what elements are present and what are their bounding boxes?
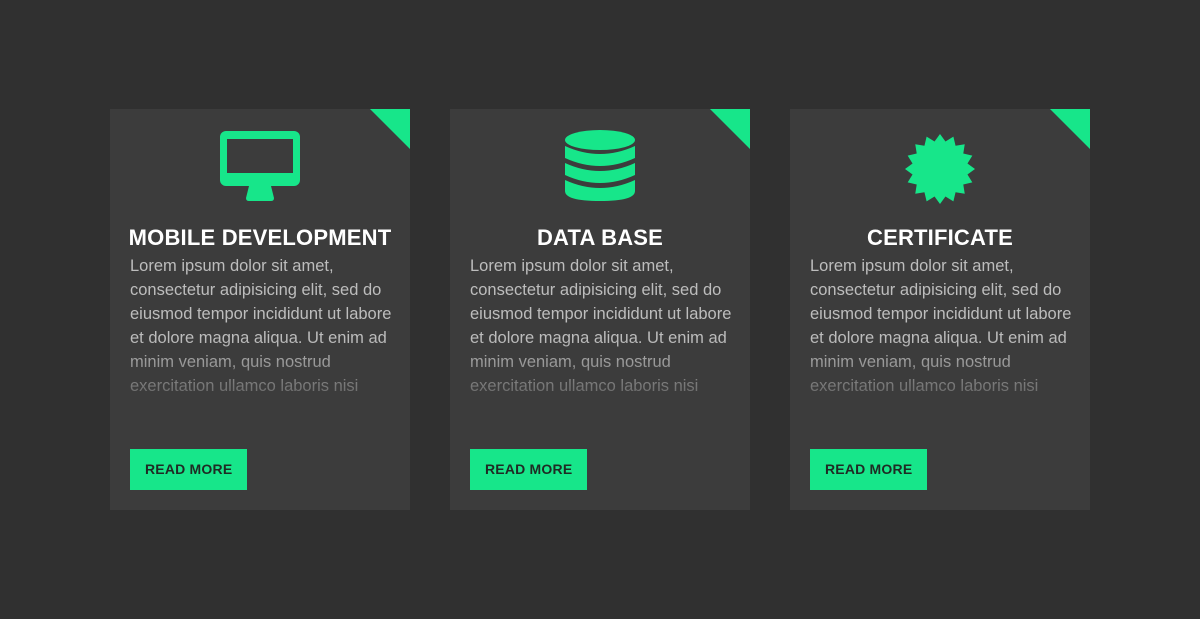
certificate-icon (895, 129, 985, 209)
monitor-icon (215, 129, 305, 209)
database-icon (555, 129, 645, 209)
read-more-button[interactable]: READ MORE (130, 449, 248, 490)
corner-accent (370, 109, 410, 149)
card-title: CERTIFICATE (866, 225, 1013, 250)
read-more-button[interactable]: READ MORE (810, 449, 928, 490)
corner-accent (710, 109, 750, 149)
card-title: MOBILE DEVELOPMENT (128, 225, 392, 250)
service-card-certificate: CERTIFICATE Lorem ipsum dolor sit amet, … (790, 109, 1090, 510)
corner-accent (1050, 109, 1090, 149)
card-description: Lorem ipsum dolor sit amet, consectetur … (470, 257, 732, 395)
service-card-data-base: DATA BASE Lorem ipsum dolor sit amet, co… (450, 109, 750, 510)
service-card-mobile-development: MOBILE DEVELOPMENT Lorem ipsum dolor sit… (110, 109, 410, 510)
read-more-button[interactable]: READ MORE (470, 449, 588, 490)
card-description: Lorem ipsum dolor sit amet, consectetur … (130, 257, 392, 395)
card-title: DATA BASE (536, 225, 664, 250)
card-description: Lorem ipsum dolor sit amet, consectetur … (810, 257, 1072, 395)
